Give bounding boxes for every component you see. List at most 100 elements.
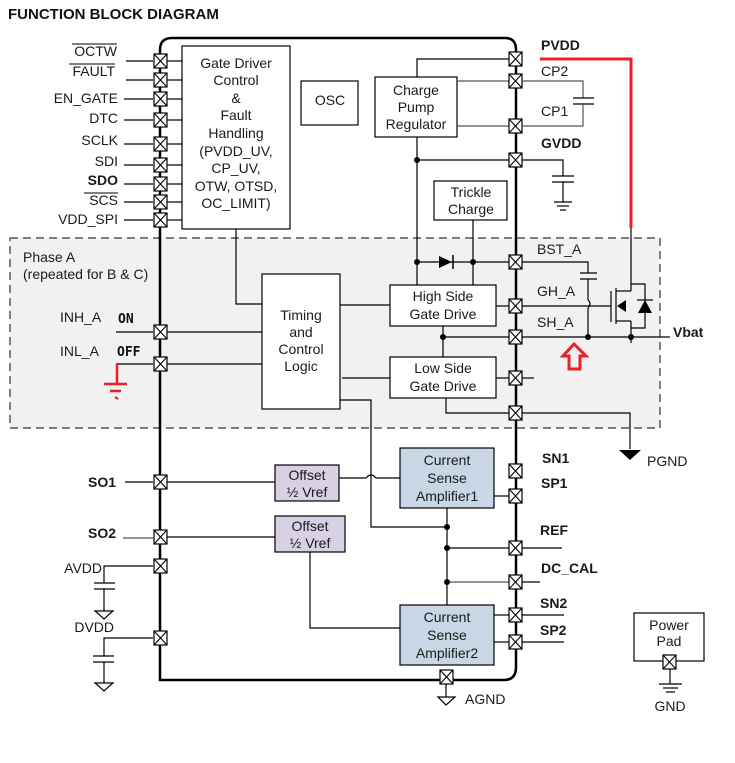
svg-text:Offset: Offset xyxy=(291,518,328,534)
pin-label-inh-a: INH_A xyxy=(60,309,102,325)
svg-text:Pump: Pump xyxy=(398,99,435,115)
gnd-icon xyxy=(659,669,682,693)
timing-control-text: Timing and Control Logic xyxy=(278,307,323,374)
phase-a-note: (repeated for B & C) xyxy=(23,266,148,282)
pin-so1 xyxy=(153,474,168,490)
pin-label-pvdd: PVDD xyxy=(541,37,580,53)
svg-text:Gate Driver: Gate Driver xyxy=(200,55,272,71)
junction-dc-cal xyxy=(444,579,450,585)
csa2-text: Current Sense Amplifier2 xyxy=(416,609,478,661)
phase-a-label: Phase A xyxy=(23,249,76,265)
svg-text:OTW, OTSD,: OTW, OTSD, xyxy=(195,178,277,194)
pgnd-label: PGND xyxy=(647,453,687,469)
pin-label-sclk: SCLK xyxy=(81,132,118,148)
timing-control-block xyxy=(261,273,341,410)
svg-text:Gate Drive: Gate Drive xyxy=(410,378,477,394)
pin-label-avdd: AVDD xyxy=(64,560,102,576)
mosfet-icon xyxy=(610,283,653,343)
svg-text:Sense: Sense xyxy=(427,470,467,486)
pin-sh-a xyxy=(508,329,523,345)
current-sense-amplifier-1 xyxy=(399,447,495,509)
gate-driver-text: Gate Driver Control & Fault Handling (PV… xyxy=(195,55,277,211)
pin-label-dc-cal: DC_CAL xyxy=(541,560,598,576)
junction-ref-2 xyxy=(444,545,450,551)
pin-label-inl-a: INL_A xyxy=(60,343,100,359)
cp-capacitor xyxy=(522,80,594,127)
pin-ref xyxy=(508,540,523,556)
svg-text:½ Vref: ½ Vref xyxy=(287,484,328,500)
svg-text:Handling: Handling xyxy=(208,125,263,141)
svg-text:OC_LIMIT): OC_LIMIT) xyxy=(201,195,270,211)
pin-agnd xyxy=(439,669,454,685)
power-pad-text: Power Pad xyxy=(649,617,689,649)
gate-driver-timing-wire xyxy=(235,229,262,305)
pin-label-cp1: CP1 xyxy=(541,103,568,119)
pin-bst-a xyxy=(508,254,523,270)
svg-text:(PVDD_UV,: (PVDD_UV, xyxy=(199,143,272,159)
pin-scs xyxy=(153,194,168,210)
svg-text:Control: Control xyxy=(213,72,258,88)
pin-sclk xyxy=(153,136,168,152)
offset-1-text: Offset ½ Vref xyxy=(287,467,328,500)
chip-outline xyxy=(158,36,518,682)
pin-cp2 xyxy=(508,73,523,89)
agnd-icon xyxy=(436,696,457,706)
pin-fault xyxy=(153,72,168,88)
svg-text:Timing: Timing xyxy=(280,307,322,323)
pin-gl-a xyxy=(508,370,523,386)
offset-block-1 xyxy=(274,464,340,502)
svg-text:CP_UV,: CP_UV, xyxy=(211,160,260,176)
pin-label-scs: SCS xyxy=(89,192,118,208)
pin-octw xyxy=(153,53,168,69)
low-side-text: Low Side Gate Drive xyxy=(410,360,477,394)
pin-sdo xyxy=(153,176,168,192)
junction-gvdd xyxy=(414,157,420,163)
pin-avdd xyxy=(153,558,168,574)
pin-en-gate xyxy=(153,91,168,107)
pin-label-sn1: SN1 xyxy=(542,450,569,466)
vbat-label: Vbat xyxy=(673,324,704,340)
pin-label-fault: FAULT xyxy=(72,63,115,79)
pgnd-icon xyxy=(619,450,641,460)
csa1-text: Current Sense Amplifier1 xyxy=(416,452,478,504)
svg-text:High Side: High Side xyxy=(413,288,474,304)
offset-2-text: Offset ½ Vref xyxy=(290,518,331,551)
pin-label-octw: OCTW xyxy=(74,43,118,59)
pin-label-dvdd: DVDD xyxy=(74,619,114,635)
pin-label-en-gate: EN_GATE xyxy=(54,90,118,106)
pin-gvdd xyxy=(508,152,523,168)
svg-text:Charge: Charge xyxy=(448,201,494,217)
junction-sh-cap xyxy=(585,334,591,340)
pin-label-cp2: CP2 xyxy=(541,63,568,79)
svg-text:Amplifier2: Amplifier2 xyxy=(416,645,478,661)
high-side-text: High Side Gate Drive xyxy=(410,288,477,322)
svg-text:Power: Power xyxy=(649,617,689,633)
junction-bst-right xyxy=(470,259,476,265)
pin-power-pad xyxy=(662,654,677,670)
diagram-title: FUNCTION BLOCK DIAGRAM xyxy=(8,6,219,23)
pin-label-so1: SO1 xyxy=(88,474,116,490)
gnd-label: GND xyxy=(654,698,685,714)
pin-label-gvdd: GVDD xyxy=(541,135,581,151)
svg-text:Logic: Logic xyxy=(284,358,317,374)
osc-label: OSC xyxy=(315,92,345,108)
low-side-gate-drive-block xyxy=(389,356,497,399)
red-arrow-icon xyxy=(559,341,590,371)
agnd-label: AGND xyxy=(465,691,505,707)
pin-sl-a xyxy=(508,405,523,421)
trickle-charge-text: Trickle Charge xyxy=(448,184,494,217)
pin-so2 xyxy=(153,529,168,545)
pin-label-dtc: DTC xyxy=(89,110,118,126)
junction-bst-left xyxy=(414,259,420,265)
bootstrap-diode-icon xyxy=(439,256,452,268)
pin-label-gh-a: GH_A xyxy=(537,283,576,299)
external-phase-wires xyxy=(522,228,670,449)
current-sense-amplifier-2 xyxy=(399,604,495,666)
trickle-charge-block xyxy=(433,180,508,221)
svg-text:Control: Control xyxy=(278,341,323,357)
pin-inl-a xyxy=(153,356,168,372)
svg-text:&: & xyxy=(231,90,241,106)
pin-dvdd xyxy=(153,630,168,646)
pin-sdi xyxy=(153,157,168,173)
